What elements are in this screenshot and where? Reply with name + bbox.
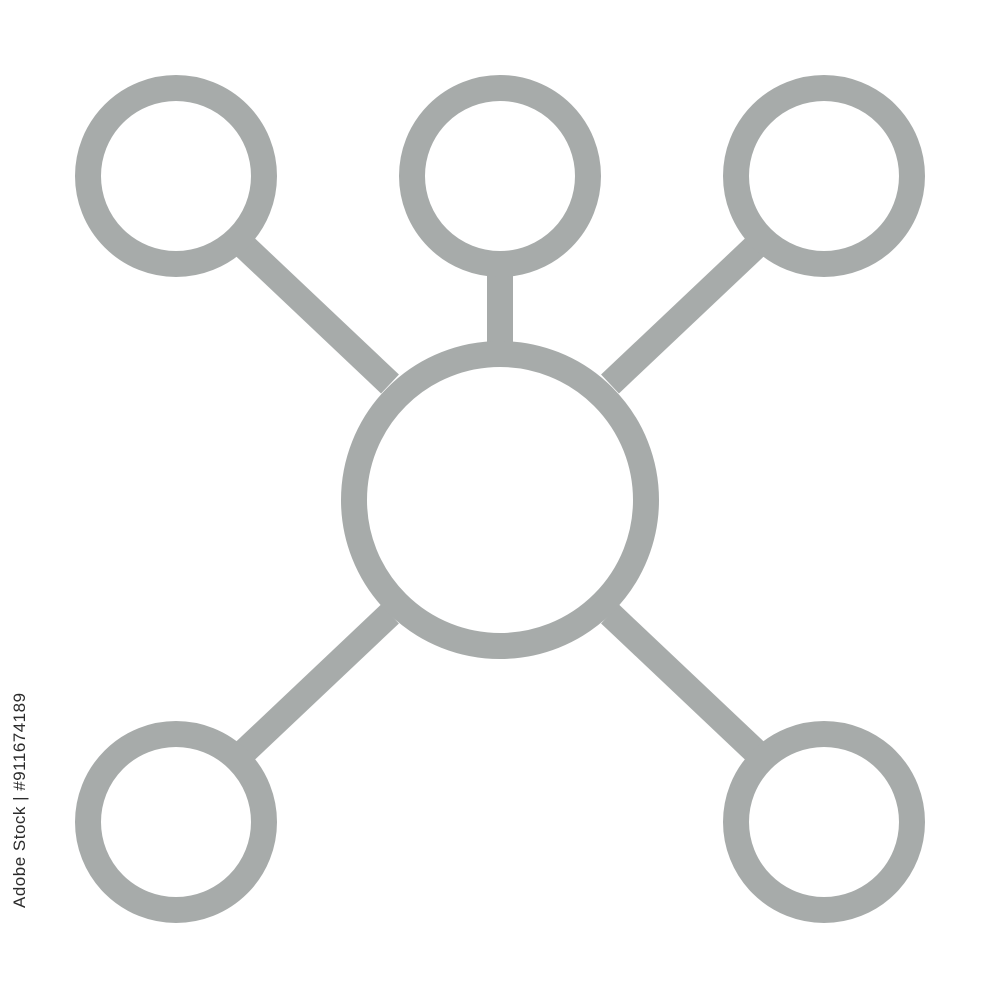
node-bottom-right	[723, 721, 925, 923]
stock-id-label: Adobe Stock | #911674189	[10, 692, 29, 908]
link-bottom-right	[601, 604, 766, 763]
hub-node	[341, 341, 659, 659]
node-top-center	[399, 75, 601, 277]
node-top-right	[723, 75, 925, 277]
link-bottom-left	[234, 604, 399, 763]
link-top-left	[234, 235, 399, 394]
node-top-left	[75, 75, 277, 277]
node-bottom-left	[75, 721, 277, 923]
link-top-right	[601, 235, 766, 394]
